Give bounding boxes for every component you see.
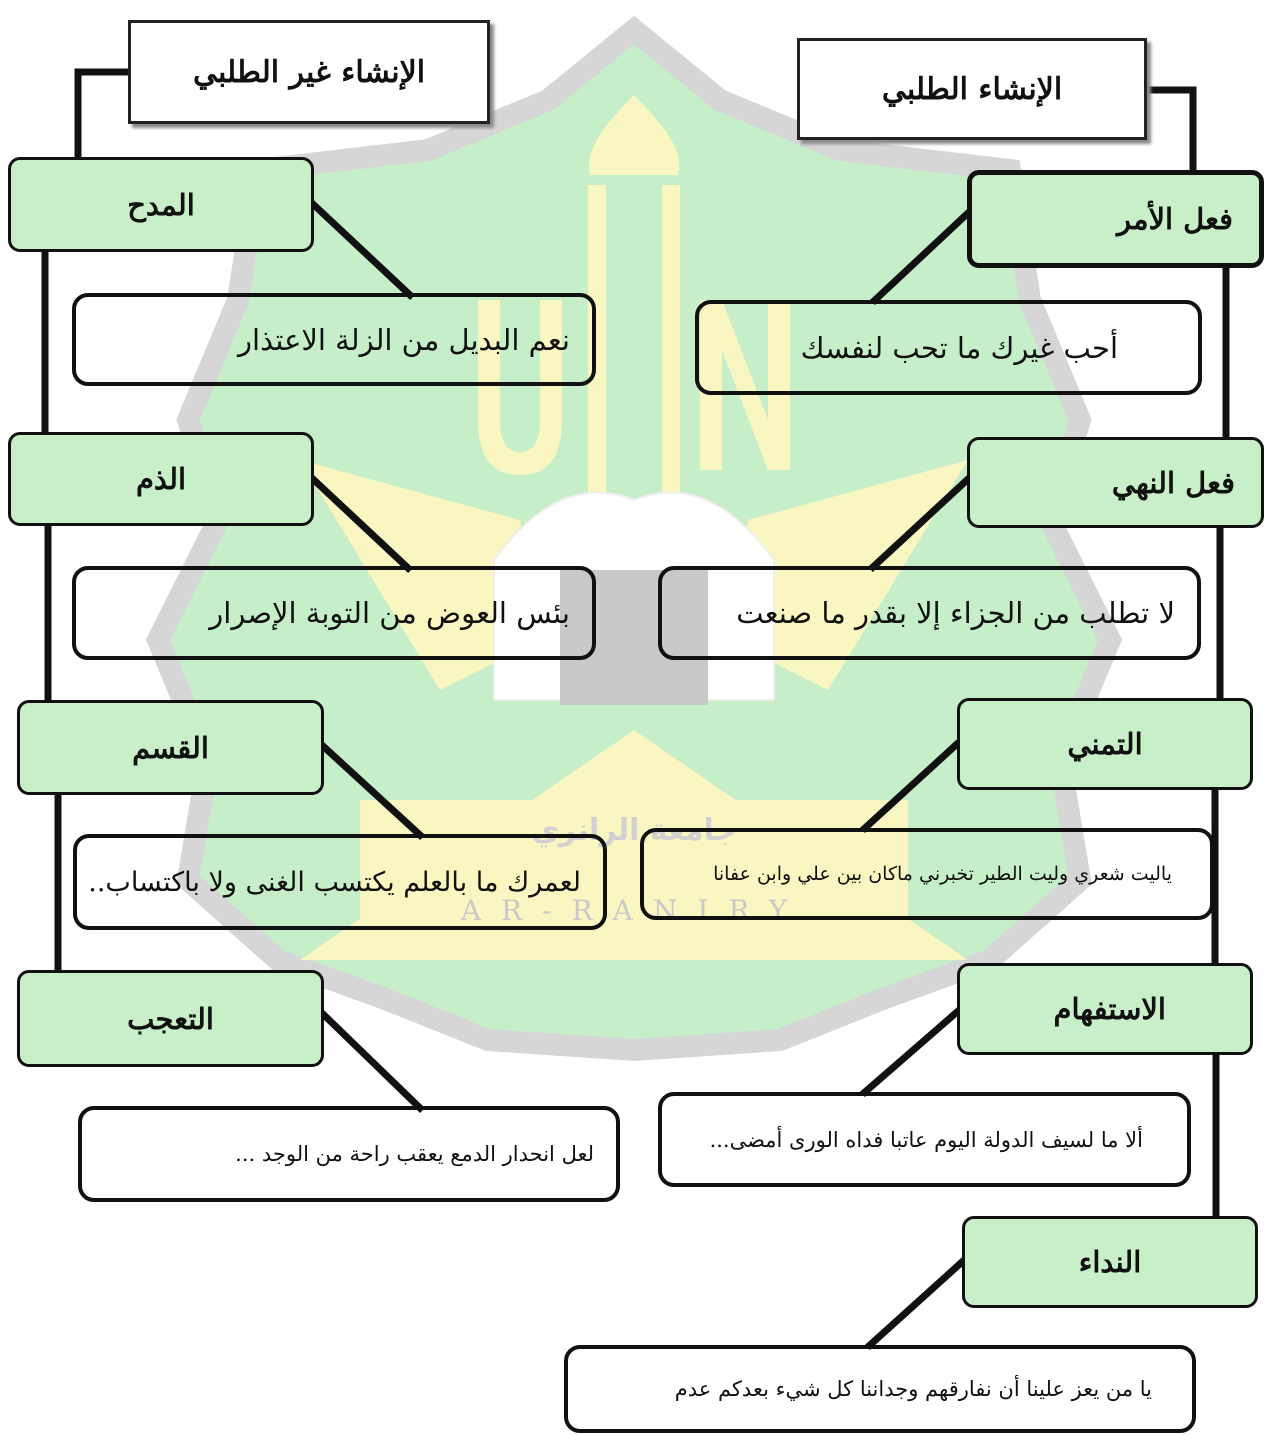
example-box-madh: نعم البديل من الزلة الاعتذار bbox=[72, 293, 596, 386]
example-box-qasam: لعمرك ما بالعلم يكتسب الغنى ولا باكتساب.… bbox=[73, 834, 607, 930]
example-box-nahy: لا تطلب من الجزاء إلا بقدر ما صنعت bbox=[658, 566, 1201, 660]
connector-diagonal bbox=[865, 1257, 967, 1350]
example-box-taajjub: لعل انحدار الدمع يعقب راحة من الوجد ... bbox=[78, 1106, 620, 1202]
category-box-qasam: القسم bbox=[17, 700, 324, 795]
watermark-base-triangle bbox=[300, 730, 968, 960]
non-talabi-header: الإنشاء غير الطلبي bbox=[128, 20, 490, 124]
category-box-amr: فعل الأمر bbox=[967, 170, 1264, 268]
watermark-text: AR-RANIRY bbox=[460, 894, 807, 927]
watermark-wing-right bbox=[728, 460, 968, 690]
category-box-istifham: الاستفهام bbox=[957, 963, 1253, 1055]
example-box-dhamm: بئس العوض من التوبة الإصرار bbox=[72, 566, 596, 660]
watermark-pillar-left bbox=[588, 185, 606, 515]
category-box-tamanni: التمني bbox=[957, 698, 1253, 790]
example-box-nida: يا من يعز علينا أن نفارقهم وجداننا كل شي… bbox=[564, 1345, 1196, 1433]
category-box-madh: المدح bbox=[8, 157, 314, 252]
example-box-amr: أحب غيرك ما تحب لنفسك bbox=[695, 300, 1202, 395]
watermark-letter-n bbox=[700, 300, 790, 470]
watermark-letter-u bbox=[478, 300, 562, 475]
category-box-taajjub: التعجب bbox=[17, 970, 324, 1067]
connector-diagonal bbox=[860, 1007, 962, 1097]
example-box-tamanni: ياليت شعري وليت الطير تخبرني ماكان بين ع… bbox=[640, 828, 1214, 920]
watermark-pillar-right bbox=[662, 185, 680, 515]
connector-diagonal bbox=[319, 742, 425, 840]
category-box-dhamm: الذم bbox=[8, 432, 314, 526]
watermark-base-band bbox=[360, 800, 908, 930]
watermark-wing-left bbox=[300, 460, 540, 690]
connector-diagonal bbox=[319, 1010, 425, 1113]
category-box-nahy: فعل النهي bbox=[967, 437, 1264, 528]
watermark-kaaba bbox=[560, 570, 708, 705]
connector-diagonal bbox=[309, 475, 413, 573]
watermark-mosque-dome bbox=[493, 491, 775, 701]
left-trunk-line bbox=[74, 68, 132, 162]
connector-diagonal bbox=[860, 739, 962, 833]
connector-diagonal bbox=[868, 475, 972, 572]
connector-diagonal bbox=[309, 200, 415, 300]
connector-diagonal bbox=[870, 209, 972, 305]
example-box-istifham: ألا ما لسيف الدولة اليوم عاتبا فداه الور… bbox=[658, 1092, 1191, 1187]
right-trunk-line bbox=[1146, 86, 1197, 174]
talabi-header: الإنشاء الطلبي bbox=[797, 38, 1147, 140]
watermark-flame bbox=[589, 95, 679, 175]
category-box-nida: النداء bbox=[962, 1216, 1258, 1308]
